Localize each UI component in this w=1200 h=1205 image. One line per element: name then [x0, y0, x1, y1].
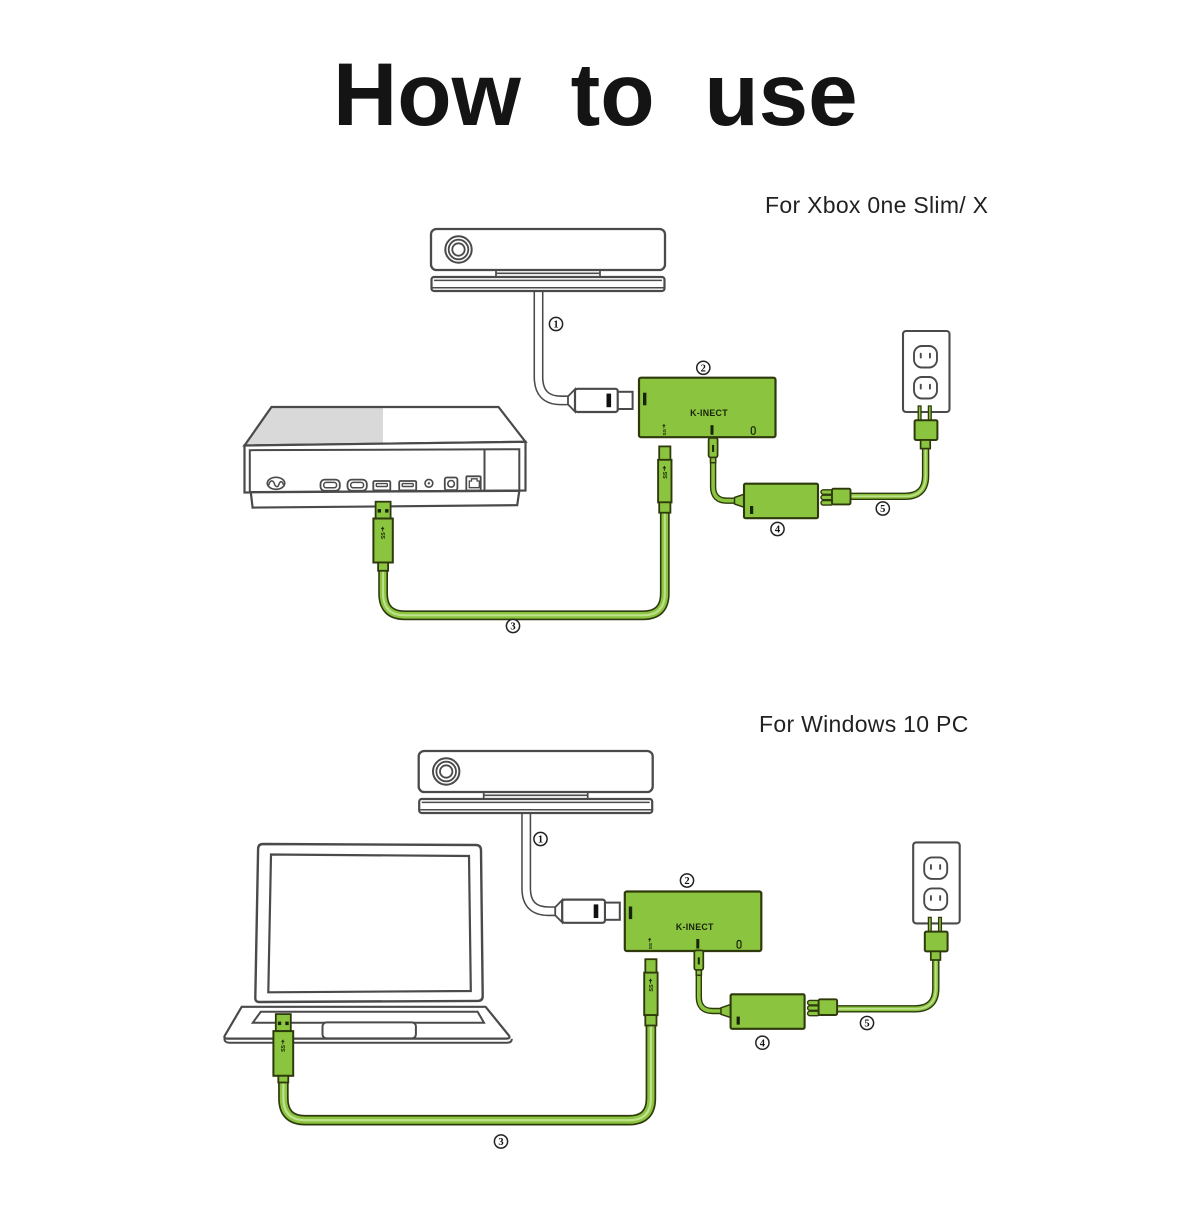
svg-text:4: 4 [760, 1038, 766, 1049]
svg-text:K-INECT: K-INECT [690, 408, 728, 418]
svg-text:For Windows 10 PC: For Windows 10 PC [759, 711, 969, 737]
svg-text:SS: SS [662, 428, 668, 435]
svg-text:SS: SS [663, 471, 669, 479]
svg-text:SS: SS [381, 532, 387, 539]
svg-text:5: 5 [864, 1019, 869, 1030]
svg-text:3: 3 [498, 1137, 503, 1148]
svg-text:1: 1 [553, 320, 558, 331]
svg-text:2: 2 [684, 876, 689, 887]
svg-text:How to use: How to use [333, 44, 858, 144]
svg-text:K-INECT: K-INECT [676, 922, 714, 932]
svg-text:SS: SS [648, 942, 654, 949]
svg-text:1: 1 [538, 835, 543, 846]
svg-text:3: 3 [510, 622, 515, 633]
svg-text:SS: SS [281, 1044, 287, 1051]
svg-text:For Xbox 0ne Slim/ X: For Xbox 0ne Slim/ X [765, 192, 988, 218]
svg-text:5: 5 [880, 504, 885, 515]
svg-text:2: 2 [701, 364, 706, 375]
svg-text:4: 4 [775, 525, 781, 536]
svg-text:SS: SS [649, 984, 655, 992]
